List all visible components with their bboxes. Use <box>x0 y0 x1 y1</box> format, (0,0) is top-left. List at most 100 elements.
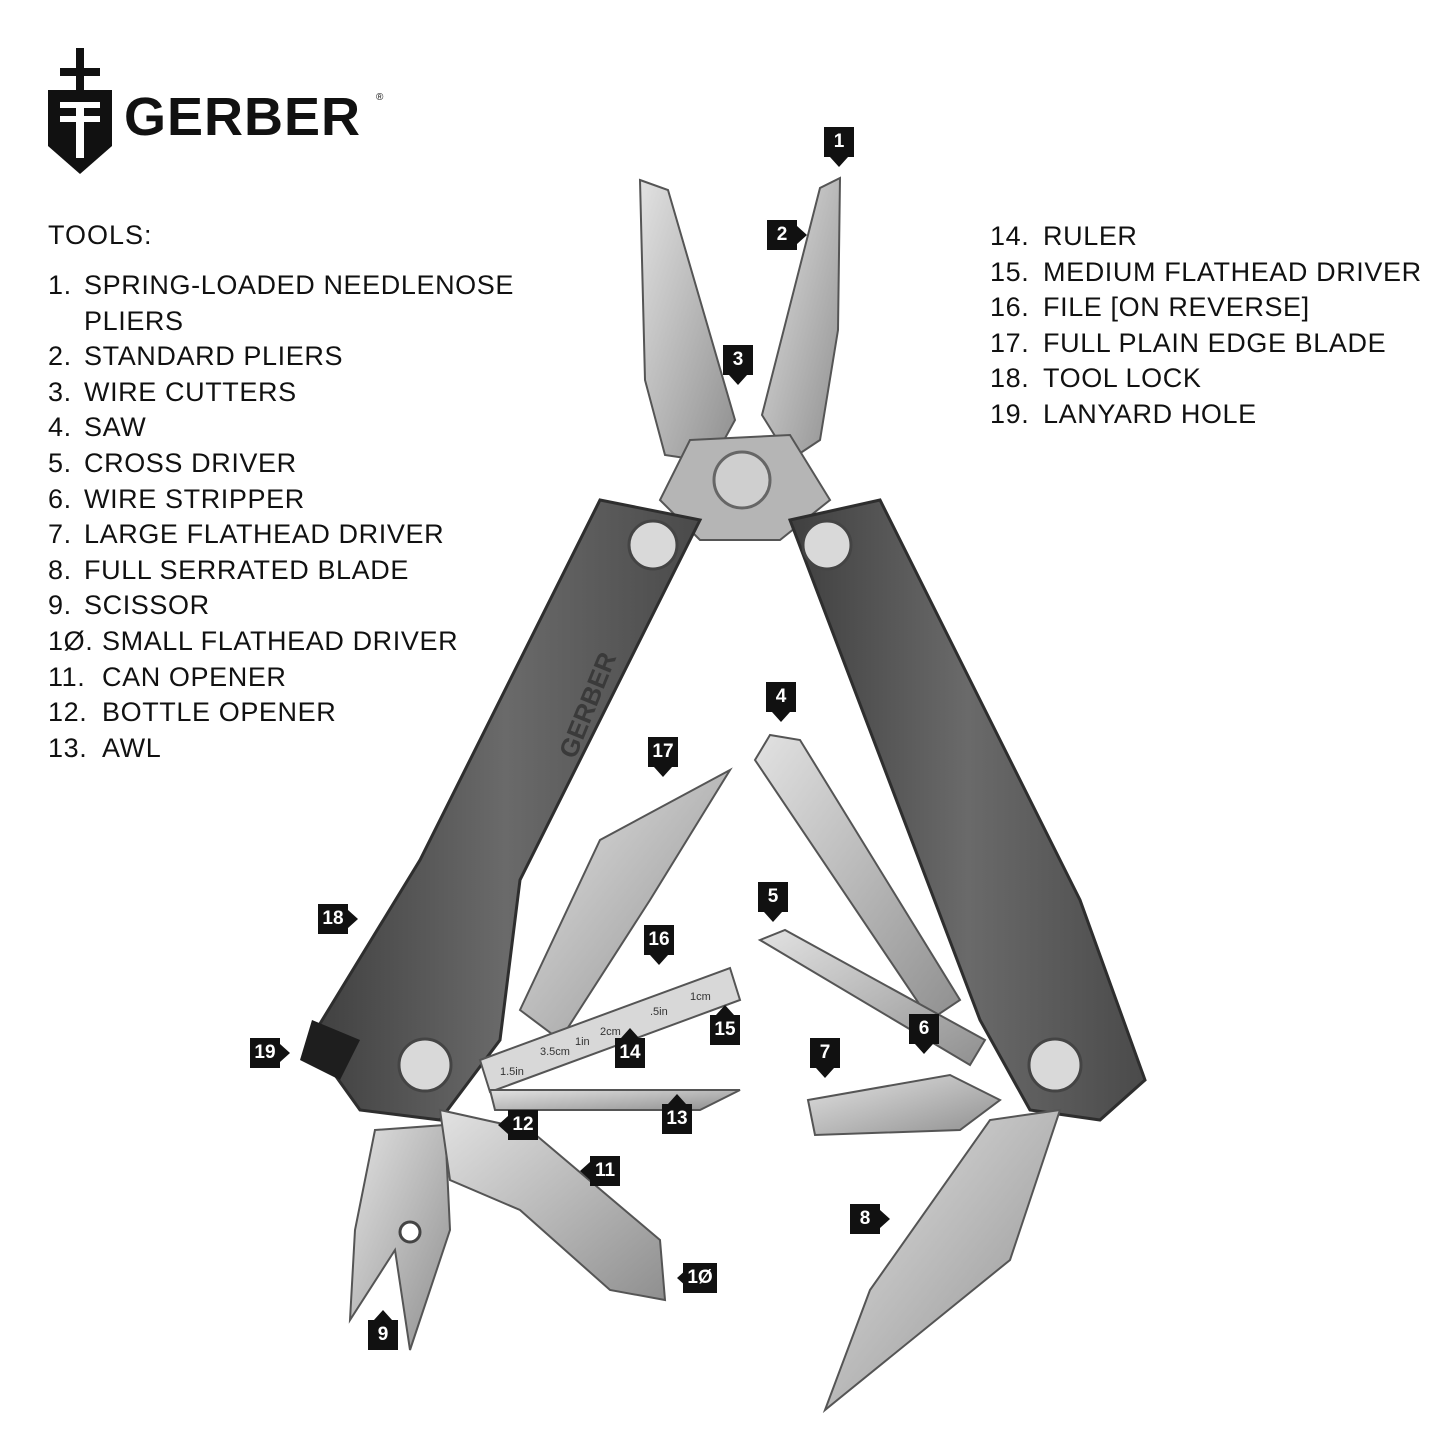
tool-name: WIRE CUTTERS <box>84 376 297 407</box>
tool-number: 18. <box>990 363 1030 394</box>
callout-9: 9 <box>368 1310 398 1350</box>
tools-heading: TOOLS: <box>48 220 153 250</box>
tool-item: 14. RULER <box>990 219 1430 255</box>
ruler: 1.5in 3.5cm 1in 2cm .5in 1cm <box>478 966 742 1094</box>
callout-8: 8 <box>850 1204 890 1234</box>
tool-number: 12. <box>48 697 88 728</box>
tool-item: 17. FULL PLAIN EDGE BLADE <box>990 326 1430 362</box>
tool-number: 5. <box>48 447 72 478</box>
tool-item: 19. LANYARD HOLE <box>990 397 1430 433</box>
callout-15: 15 <box>710 1005 740 1045</box>
tool-name: LANYARD HOLE <box>1043 398 1257 429</box>
tool-item: 11. CAN OPENER <box>48 660 538 696</box>
tool-number: 15. <box>990 256 1030 287</box>
handle-screw <box>1027 1037 1083 1093</box>
pivot-bolt <box>712 450 772 510</box>
tool-number: 8. <box>48 554 72 585</box>
ruler-mark: 1cm <box>690 991 711 1003</box>
callout-6: 6 <box>909 1014 939 1054</box>
tool-item: 1Ø. SMALL FLATHEAD DRIVER <box>48 624 538 660</box>
right-handle <box>787 498 1147 1122</box>
large-flathead-driver <box>806 1073 1002 1137</box>
tool-name: MEDIUM FLATHEAD DRIVER <box>1043 256 1422 287</box>
tool-item: 1. SPRING-LOADED NEEDLENOSE PLIERS <box>48 268 538 339</box>
tool-item: 8. FULL SERRATED BLADE <box>48 553 538 589</box>
callout-1: 1 <box>824 127 854 167</box>
brand-name: GERBER <box>124 87 362 147</box>
tool-number: 1Ø. <box>48 625 94 656</box>
tool-item: 5. CROSS DRIVER <box>48 446 538 482</box>
tool-number: 14. <box>990 221 1030 251</box>
tool-number: 9. <box>48 590 72 621</box>
tool-name: FILE [ON REVERSE] <box>1043 292 1310 323</box>
callout-18: 18 <box>318 904 358 934</box>
ruler-mark: 1.5in <box>500 1066 524 1078</box>
callout-10: 1Ø <box>677 1263 717 1293</box>
callout-17: 17 <box>648 737 678 777</box>
ruler-mark: 3.5cm <box>540 1046 570 1058</box>
tool-number: 2. <box>48 341 72 372</box>
callout-12: 12 <box>498 1110 538 1140</box>
tool-name: SMALL FLATHEAD DRIVER <box>102 625 459 656</box>
callout-4: 4 <box>766 682 796 722</box>
tool-number: 7. <box>48 519 72 550</box>
callout-7: 7 <box>810 1038 840 1078</box>
callout-16: 16 <box>644 925 674 965</box>
callout-3: 3 <box>723 345 753 385</box>
tool-name: TOOL LOCK <box>1043 363 1202 394</box>
tool-name: SPRING-LOADED NEEDLENOSE PLIERS <box>84 270 514 336</box>
callout-5: 5 <box>758 882 788 922</box>
pliers-jaws <box>638 176 842 541</box>
tool-name: RULER <box>1043 221 1138 251</box>
tool-item: 3. WIRE CUTTERS <box>48 375 538 411</box>
tool-item: 4. SAW <box>48 410 538 446</box>
tool-name: AWL <box>102 732 162 763</box>
tool-number: 4. <box>48 412 72 443</box>
tool-list-left: 1. SPRING-LOADED NEEDLENOSE PLIERS 2. STAN… <box>48 268 538 766</box>
gerber-logo: GERBER ® <box>46 46 386 178</box>
tool-name: WIRE STRIPPER <box>84 483 305 514</box>
tool-number: 19. <box>990 398 1030 429</box>
tool-item: 7. LARGE FLATHEAD DRIVER <box>48 517 538 553</box>
callout-19: 19 <box>250 1038 290 1068</box>
tool-number: 3. <box>48 376 72 407</box>
ruler-mark: 2cm <box>600 1026 621 1038</box>
tool-name: BOTTLE OPENER <box>102 697 337 728</box>
tool-number: 13. <box>48 732 88 763</box>
callout-14: 14 <box>615 1028 645 1068</box>
tool-name: FULL PLAIN EDGE BLADE <box>1043 327 1387 358</box>
tool-item: 6. WIRE STRIPPER <box>48 482 538 518</box>
tool-item: 12. BOTTLE OPENER <box>48 695 538 731</box>
tool-number: 16. <box>990 292 1030 323</box>
tool-name: STANDARD PLIERS <box>84 341 344 372</box>
tool-name: FULL SERRATED BLADE <box>84 554 409 585</box>
tool-name: SAW <box>84 412 147 443</box>
handle-screw <box>397 1037 453 1093</box>
tool-number: 1. <box>48 270 72 300</box>
tool-item: 18. TOOL LOCK <box>990 361 1430 397</box>
can-and-bottle-opener <box>438 1108 667 1302</box>
tool-item: 15. MEDIUM FLATHEAD DRIVER <box>990 255 1430 291</box>
tool-name: SCISSOR <box>84 590 210 621</box>
tool-name: CAN OPENER <box>102 661 287 692</box>
tool-item: 2. STANDARD PLIERS <box>48 339 538 375</box>
lanyard-hole <box>300 1020 360 1080</box>
tool-list-right: 14. RULER 15. MEDIUM FLATHEAD DRIVER 16. FI… <box>990 219 1430 433</box>
tool-name: CROSS DRIVER <box>84 447 297 478</box>
saw-blade <box>753 733 962 1022</box>
tool-name: LARGE FLATHEAD DRIVER <box>84 519 445 550</box>
callout-11: 11 <box>580 1156 620 1186</box>
tool-number: 17. <box>990 327 1030 358</box>
tool-number: 6. <box>48 483 72 514</box>
tool-item: 9. SCISSOR <box>48 588 538 624</box>
serrated-blade <box>822 1108 1062 1414</box>
gerber-shield-icon <box>48 48 112 174</box>
ruler-mark: .5in <box>650 1006 668 1018</box>
handle-screw <box>627 519 679 571</box>
tool-number: 11. <box>48 661 86 692</box>
handle-screw <box>801 519 853 571</box>
callout-2: 2 <box>767 220 807 250</box>
callout-13: 13 <box>662 1094 692 1134</box>
registered-mark: ® <box>376 92 384 103</box>
tool-item: 13. AWL <box>48 731 538 767</box>
